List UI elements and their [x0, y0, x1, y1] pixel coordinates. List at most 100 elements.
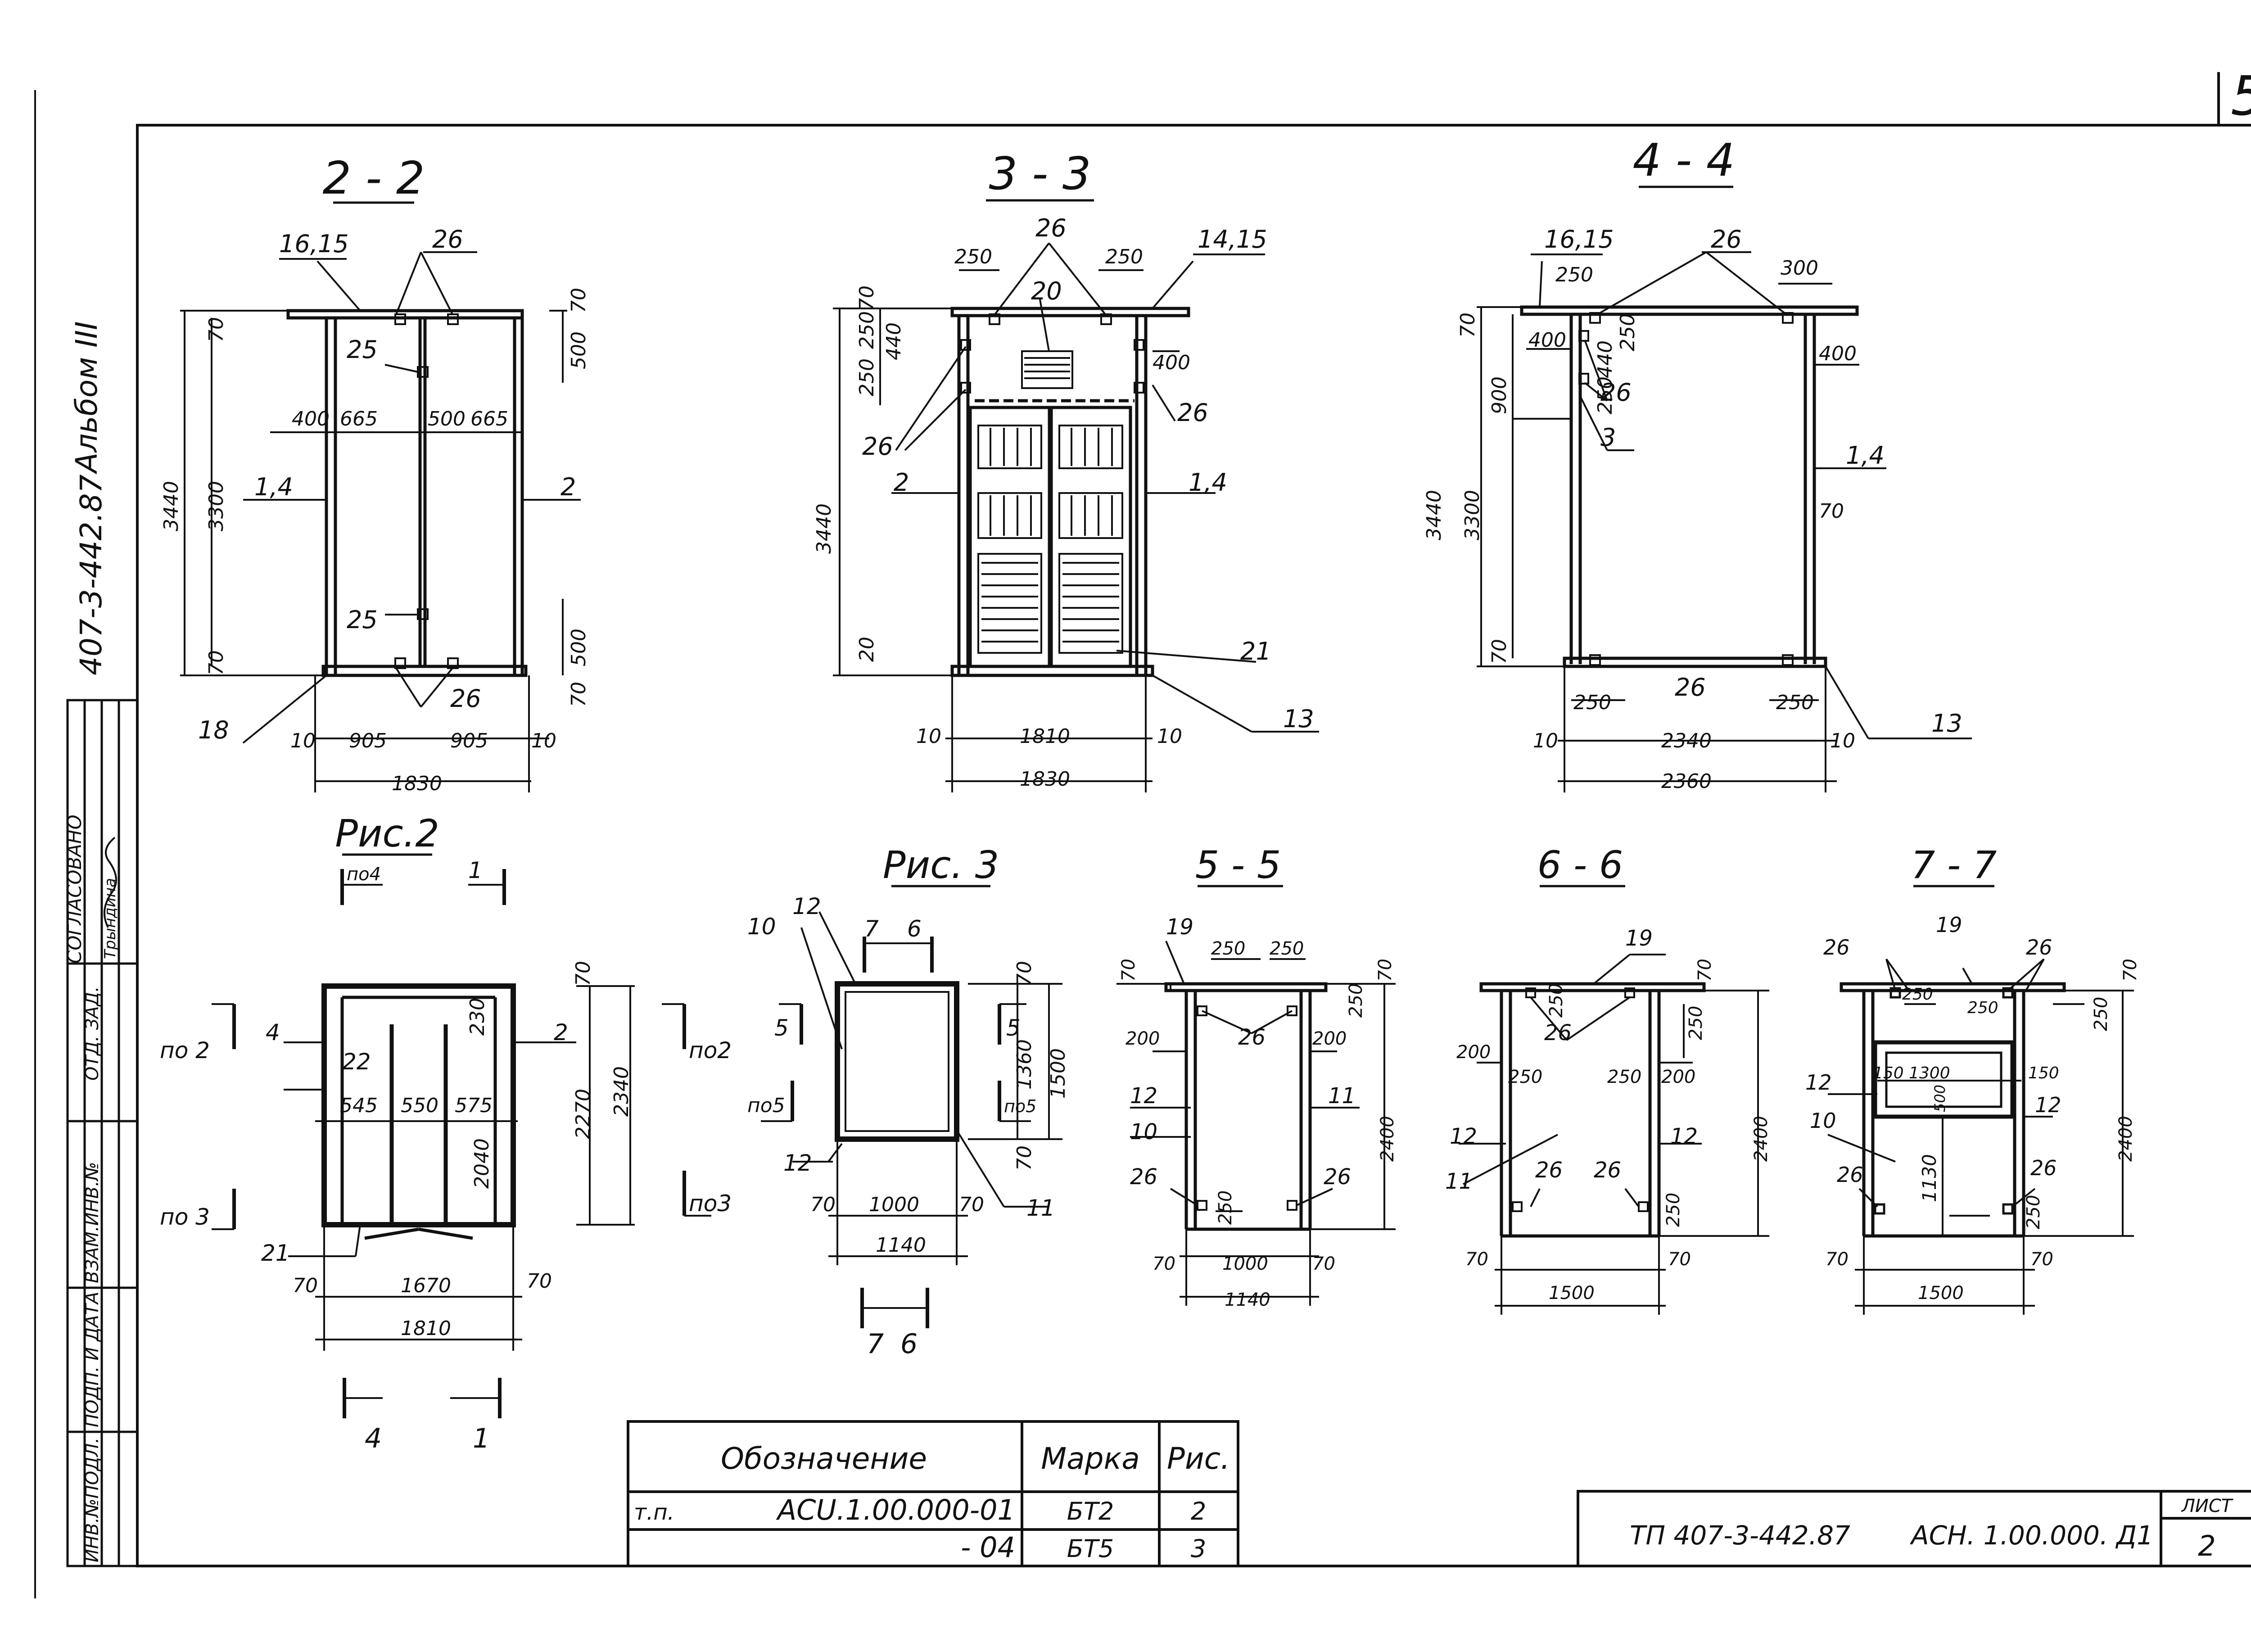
s55-dim-7: 200 [1312, 1028, 1347, 1049]
s33-label-3: 20 [1031, 277, 1062, 305]
fig2-title: Рис.2 [335, 811, 439, 855]
section-2-2: 2 - 2 [160, 152, 590, 795]
project-code-vertical: 407-3-442.87 [74, 474, 108, 675]
fig3-cut-3: 5 [774, 1015, 789, 1041]
s77-dim-6: 1300 [1909, 1064, 1950, 1082]
s55-dim-4: 70 [1375, 959, 1396, 982]
fig3-label-2: 10 [747, 914, 776, 940]
s44-dim-8: 250 [1616, 313, 1639, 351]
s77-label-3: 26 [2026, 935, 2052, 960]
title-block-doc: АСН. 1.00.000. Д1 [1909, 1520, 2153, 1551]
s44-dim-2: 300 [1781, 257, 1818, 280]
s77-dim-9: 1130 [1918, 1154, 1940, 1202]
s44-label-3: 26 [1600, 378, 1632, 407]
s33-dim-7: 250 [855, 358, 878, 396]
s22-dim-9: 665 [470, 407, 508, 430]
s44-label-1: 16,15 [1544, 225, 1614, 253]
dept-label: ОТД. ЗАД. [82, 986, 103, 1081]
s66-label-4: 11 [1445, 1169, 1473, 1194]
section-5-5-title: 5 - 5 [1195, 843, 1281, 887]
s33-dim-12: 10 [1157, 725, 1182, 748]
s33-dim-1: 250 [954, 245, 992, 268]
s44-dim-18: 10 [1830, 729, 1855, 752]
s44-label-2: 26 [1711, 225, 1742, 253]
fig2-dim-2: 230 [466, 998, 489, 1036]
fig3-label-1: 12 [792, 893, 821, 919]
title-block-sheet-label: ЛИСТ [2181, 1496, 2234, 1516]
s55-label-6: 26 [1130, 1164, 1157, 1190]
s66-dim-4: 250 [1508, 1067, 1542, 1087]
fig2-cut-1: по4 [347, 864, 381, 885]
s77-dim-4: 250 [2091, 997, 2111, 1031]
fig3-dim-3: 1500 [1047, 1048, 1070, 1099]
section-7-7-title: 7 - 7 [1911, 843, 1997, 887]
fig2-dim-12: 1810 [401, 1317, 451, 1340]
figure-3-plan: Рис. 3 [747, 843, 1070, 1360]
title-block: ТП 407-3-442.87 АСН. 1.00.000. Д1 ЛИСТ 2 [1577, 1490, 2251, 1567]
s33-label-7: 1,4 [1189, 468, 1227, 497]
fig2-dim-4: 550 [401, 1094, 438, 1117]
album-label: Альбом III [69, 321, 104, 475]
s55-dim-11: 1000 [1222, 1254, 1268, 1274]
s55-label-1: 19 [1166, 914, 1193, 940]
spec-header-mark: Марка [1041, 1441, 1140, 1476]
s55-dim-3: 250 [1270, 938, 1304, 959]
s22-label-1: 16,15 [279, 230, 349, 258]
s33-dim-10: 10 [916, 725, 941, 748]
signature-scribble [104, 837, 117, 928]
fig3-dim-8: 1140 [876, 1234, 926, 1257]
spec-row1-designation: АСU.1.00.000-01 [776, 1494, 1015, 1526]
s77-label-4: 12 [1805, 1070, 1832, 1095]
s66-label-3: 12 [1450, 1124, 1477, 1149]
fig2-dim-5: 575 [455, 1094, 493, 1117]
s22-dim-8: 500 [428, 407, 466, 430]
s22-dim-11: 70 [205, 650, 228, 675]
s22-dim-15: 905 [450, 729, 488, 752]
s44-dim-10: 3440 [1423, 490, 1446, 540]
s66-dim-11: 70 [1668, 1249, 1691, 1270]
s33-dim-6: 400 [1153, 351, 1190, 374]
s66-label-5: 12 [1670, 1124, 1698, 1149]
spec-table: Обозначение Марка Рис. т.п. АСU.1.00.000… [627, 1420, 1239, 1567]
s77-dim-12: 70 [1826, 1249, 1849, 1270]
s77-dim-13: 70 [2030, 1249, 2053, 1270]
s77-dim-8: 500 [1931, 1085, 1948, 1112]
s33-label-8: 21 [1240, 637, 1271, 665]
s33-label-5: 26 [1177, 398, 1208, 427]
s66-label-2: 26 [1544, 1020, 1572, 1046]
section-4-4-title: 4 - 4 [1633, 134, 1735, 186]
s44-dim-12: 70 [1819, 500, 1844, 523]
s55-dim-9: 250 [1215, 1190, 1236, 1225]
fig2-cut-7: по3 [689, 1190, 732, 1217]
s66-dim-9: 250 [1663, 1193, 1684, 1227]
s55-label-5: 11 [1328, 1083, 1356, 1109]
s55-dim-5: 250 [1346, 983, 1366, 1018]
s44-dim-17: 2340 [1661, 729, 1712, 752]
fig2-cut-6: по2 [689, 1037, 732, 1064]
fig3-cut-1: 7 [864, 916, 879, 942]
swap-inv-label: ВЗАМ.ИНВ.№ [82, 1162, 103, 1283]
fig2-dim-3: 545 [340, 1094, 378, 1117]
s77-dim-14: 1500 [1918, 1283, 1964, 1303]
s55-dim-2: 250 [1211, 938, 1245, 959]
s22-label-2: 26 [432, 225, 463, 253]
s33-label-2: 14,15 [1198, 225, 1267, 253]
s77-dim-10: 2400 [2115, 1116, 2136, 1162]
s66-dim-3: 200 [1456, 1042, 1491, 1063]
s22-label-4: 1,4 [254, 473, 293, 501]
s77-label-2: 19 [1936, 913, 1962, 937]
spec-row1-fig: 2 [1191, 1497, 1206, 1525]
s44-dim-3: 70 [1456, 312, 1479, 338]
s22-dim-4: 3440 [160, 481, 183, 531]
s22-dim-2: 500 [567, 331, 590, 369]
fig2-dim-9: 70 [293, 1274, 318, 1297]
fig3-label-4: 11 [1026, 1195, 1055, 1221]
section-6-6: 6 - 6 [1445, 843, 1772, 1315]
s22-label-5: 2 [560, 473, 576, 501]
spec-row1-prefix: т.п. [634, 1500, 674, 1525]
fig3-cut-7: 7 [867, 1328, 884, 1360]
s77-dim-11: 250 [2023, 1195, 2044, 1229]
s22-label-8: 18 [198, 716, 229, 744]
fig3-cut-4: по5 [747, 1094, 785, 1117]
